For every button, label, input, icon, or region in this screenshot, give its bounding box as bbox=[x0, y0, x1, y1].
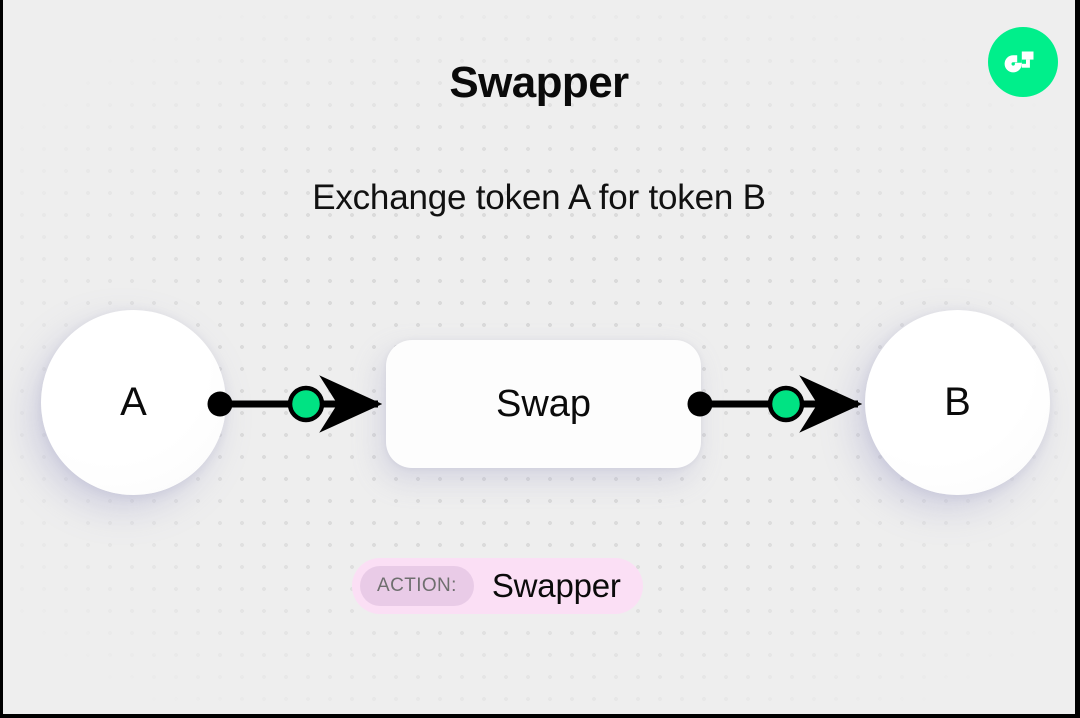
diagram-canvas: Swapper Exchange token A for token B A S… bbox=[3, 0, 1075, 714]
action-badge-value: Swapper bbox=[491, 567, 621, 604]
page-subtitle: Exchange token A for token B bbox=[312, 178, 766, 217]
token-node-a-label: A bbox=[120, 380, 147, 424]
token-node-b-label: B bbox=[944, 380, 971, 424]
swap-action-box[interactable]: Swap bbox=[386, 340, 701, 468]
action-badge: ACTION: Swapper bbox=[352, 558, 643, 614]
page-title: Swapper bbox=[449, 58, 629, 107]
action-badge-label: ACTION: bbox=[360, 566, 474, 606]
token-node-a[interactable]: A bbox=[41, 310, 226, 495]
token-node-b[interactable]: B bbox=[865, 310, 1050, 495]
flow-logo-icon[interactable] bbox=[988, 27, 1058, 97]
swap-action-label: Swap bbox=[495, 382, 592, 425]
